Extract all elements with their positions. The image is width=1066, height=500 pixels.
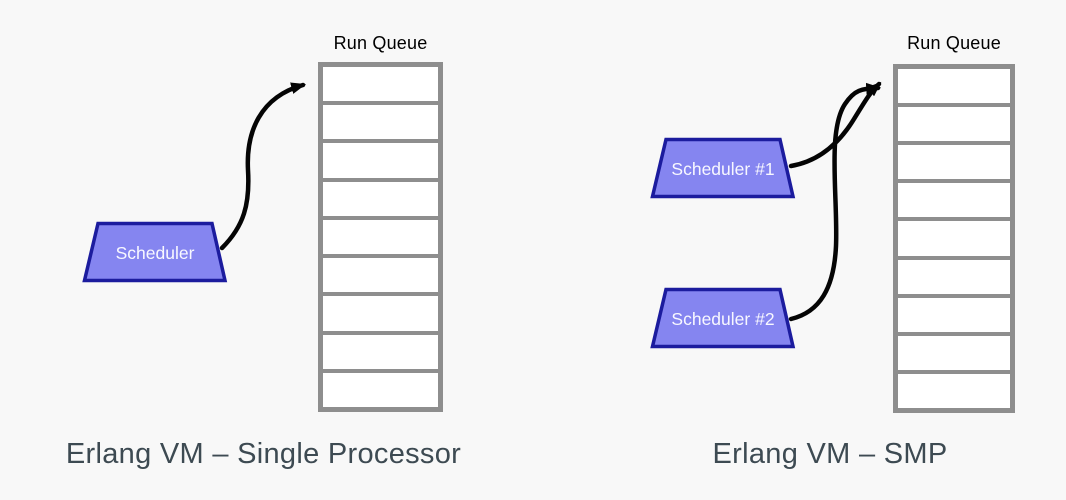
queue-cell: [898, 145, 1010, 180]
queue-cell: [898, 107, 1010, 142]
scheduler-2-label: Scheduler #2: [671, 308, 775, 329]
scheduler-trapezoid: [82, 221, 228, 283]
run-queue-label-left: Run Queue: [333, 33, 428, 53]
scheduler-2: Scheduler #2: [650, 287, 796, 349]
arrow-scheduler-to-queue: [219, 82, 307, 251]
queue-cell: [323, 334, 438, 369]
queue-cell: [323, 372, 438, 407]
queue-cell: [323, 219, 438, 255]
caption-smp: Erlang VM – SMP: [712, 438, 948, 470]
queue-cell: [898, 183, 1010, 218]
queue-cell: [898, 335, 1010, 370]
scheduler-label: Scheduler: [115, 242, 195, 263]
scheduler-1: Scheduler #1: [650, 137, 796, 199]
scheduler-1-label: Scheduler #1: [671, 158, 775, 179]
arrow-scheduler2-to-queue: [788, 82, 882, 322]
queue-cell: [323, 105, 438, 140]
queue-cell: [898, 221, 1010, 256]
queue-cell: [898, 297, 1010, 332]
caption-single-processor: Erlang VM – Single Processor: [65, 438, 462, 470]
run-queue-right: [893, 64, 1015, 413]
scheduler-2-trapezoid: [650, 287, 796, 349]
queue-cell: [898, 69, 1010, 104]
run-queue-left: [318, 62, 443, 412]
queue-cell: [323, 181, 438, 216]
scheduler-1-trapezoid: [650, 137, 796, 199]
queue-cell: [898, 373, 1010, 408]
queue-cell: [898, 259, 1010, 294]
queue-cell: [323, 143, 438, 178]
queue-cell: [323, 258, 438, 293]
queue-cell: [323, 67, 438, 102]
scheduler-single: Scheduler: [82, 221, 228, 283]
queue-cell: [323, 296, 438, 331]
run-queue-label-right: Run Queue: [907, 33, 1001, 53]
